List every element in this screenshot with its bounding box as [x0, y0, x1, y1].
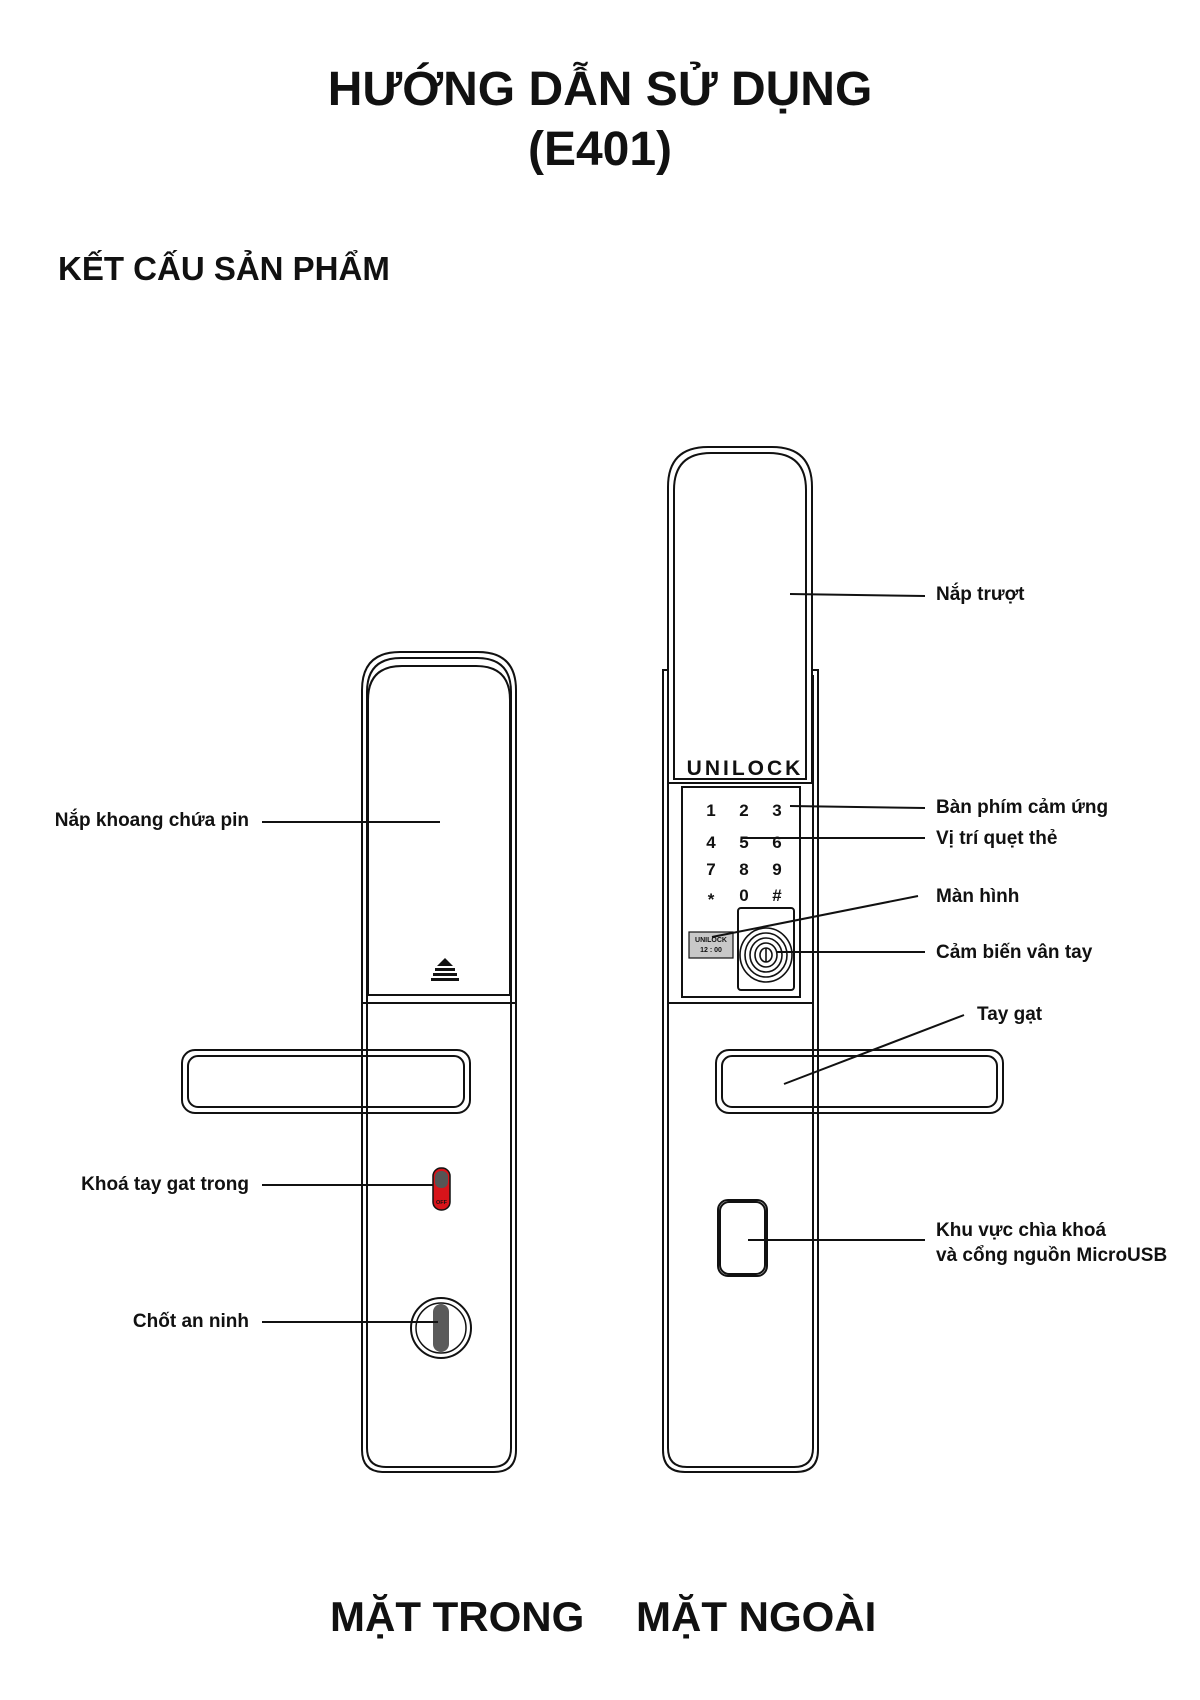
key-star: * [708, 890, 715, 909]
key-6: 6 [772, 833, 781, 852]
callout-battery-cover: Nắp khoang chứa pin [55, 809, 249, 831]
screen-brand: UNILOCK [695, 937, 727, 944]
section-title: KẾT CẤU SẢN PHẨM [58, 250, 390, 287]
eject-icon [431, 958, 459, 981]
key-7: 7 [706, 860, 715, 879]
callout-security-bolt: Chốt an ninh [133, 1311, 249, 1332]
key-hash: # [772, 886, 782, 905]
page-title: HƯỚNG DẪN SỬ DỤNG [327, 63, 873, 116]
slide-cover: UNILOCK [667, 446, 813, 784]
key-9: 9 [772, 860, 781, 879]
key-cover-icon [717, 1199, 768, 1277]
key-0: 0 [739, 886, 748, 905]
key-1: 1 [706, 801, 715, 820]
outer-view-label: MẶT NGOÀI [636, 1593, 877, 1640]
callout-key-area-line2: và cổng nguồn MicroUSB [936, 1245, 1167, 1266]
battery-cover [362, 665, 516, 1004]
switch-off-text: OFF [436, 1200, 448, 1206]
key-5: 5 [739, 833, 748, 852]
key-3: 3 [772, 801, 781, 820]
key-4: 4 [706, 833, 716, 852]
brand-logo: UNILOCK [687, 757, 804, 780]
security-bolt-icon [410, 1297, 472, 1359]
inner-lock-body [361, 651, 517, 1473]
callout-touch-keypad: Bàn phím cảm ứng [936, 797, 1108, 818]
callout-card-position: Vị trí quẹt thẻ [936, 828, 1057, 849]
key-8: 8 [739, 860, 748, 879]
fingerprint-icon [739, 927, 793, 983]
outer-callout-lines [711, 593, 965, 1241]
callout-handle-lock: Khoá tay gat trong [81, 1174, 249, 1195]
inner-handle [181, 1049, 471, 1114]
outer-handle [715, 1049, 1004, 1114]
handle-lock-switch-icon: OFF [432, 1167, 451, 1211]
display-screen: UNILOCK 12 : 00 [688, 931, 734, 959]
inner-callout-lines [262, 821, 440, 1323]
outer-lock-body [662, 669, 819, 1473]
fingerprint-sensor [737, 907, 795, 991]
callout-slide-cover: Nắp trượt [936, 583, 1025, 605]
model-code: (E401) [527, 123, 673, 176]
screen-time: 12 : 00 [700, 947, 722, 954]
key-2: 2 [739, 801, 748, 820]
inner-view-label: MẶT TRONG [330, 1593, 585, 1640]
keypad-keys: 1 2 3 4 5 6 7 8 9 * 0 # [706, 801, 782, 909]
callout-screen: Màn hình [936, 886, 1019, 907]
callout-key-area-line1: Khu vực chìa khoá [936, 1220, 1106, 1241]
callout-handle: Tay gạt [977, 1004, 1043, 1025]
keypad-panel [681, 786, 801, 998]
callout-fingerprint: Cảm biến vân tay [936, 942, 1093, 963]
